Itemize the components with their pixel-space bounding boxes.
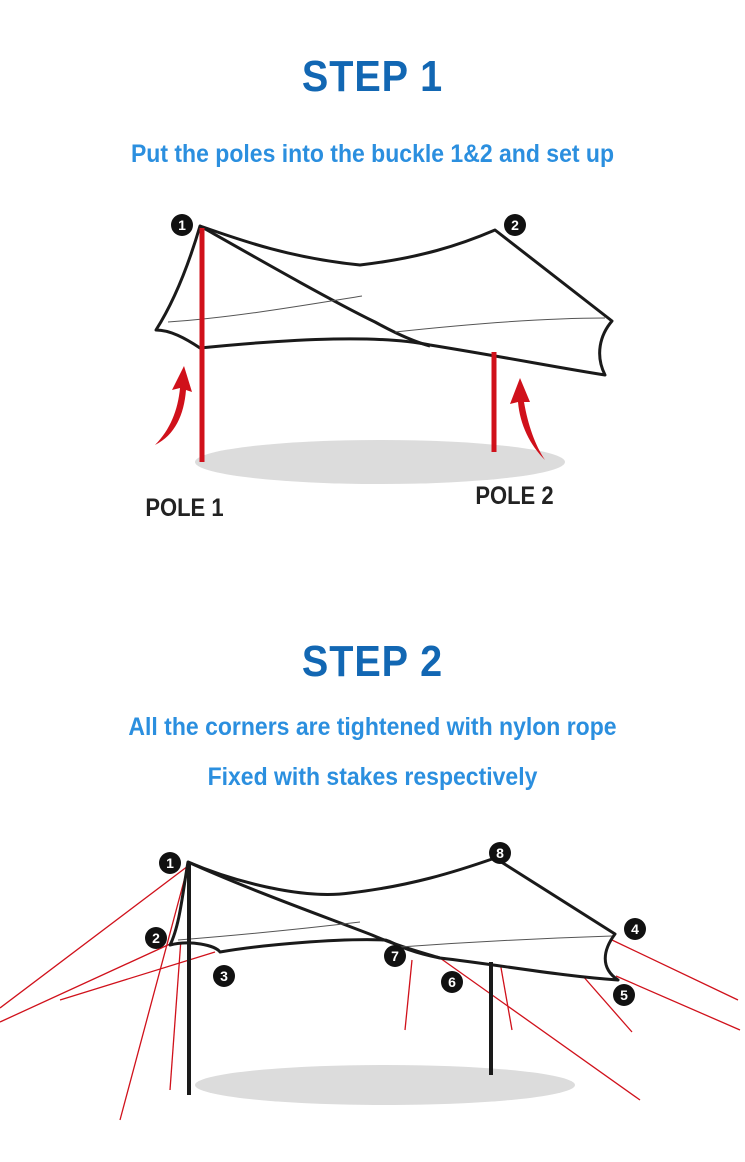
step2-marker-1: 1 xyxy=(159,852,181,874)
tarp-seam-2a xyxy=(177,921,361,941)
step2-instruction-line1: All the corners are tightened with nylon… xyxy=(128,713,617,741)
ground-shadow-2 xyxy=(195,1065,575,1105)
pole-2-label: POLE 2 xyxy=(475,482,554,510)
tarp-seam-right xyxy=(394,317,606,333)
step2-marker-2: 2 xyxy=(145,927,167,949)
step2-marker-7: 7 xyxy=(384,945,406,967)
step2-marker-3: 3 xyxy=(213,965,235,987)
ground-shadow xyxy=(195,440,565,484)
pole-1-label: POLE 1 xyxy=(145,494,224,522)
tarp-outline xyxy=(154,224,614,377)
step2-instruction-line2: Fixed with stakes respectively xyxy=(207,763,538,791)
step2-marker-6: 6 xyxy=(441,971,463,993)
tarp-ridge-2 xyxy=(187,860,441,960)
step2-marker-4: 4 xyxy=(624,918,646,940)
step1-marker-2: 2 xyxy=(504,214,526,236)
step1-marker-1: 1 xyxy=(171,214,193,236)
step2-marker-8: 8 xyxy=(489,842,511,864)
step1-title: STEP 1 xyxy=(301,52,444,101)
arrow-up-left xyxy=(155,366,192,445)
step1-tarp-diagram xyxy=(154,224,614,484)
step1-instruction: Put the poles into the buckle 1&2 and se… xyxy=(130,140,615,168)
tarp-seam-2b xyxy=(399,935,613,948)
tarp-ridge xyxy=(199,224,431,348)
arrow-up-right xyxy=(510,378,545,460)
step2-marker-5: 5 xyxy=(613,984,635,1006)
step2-title: STEP 2 xyxy=(301,637,444,686)
tarp-seam-left xyxy=(167,295,363,323)
